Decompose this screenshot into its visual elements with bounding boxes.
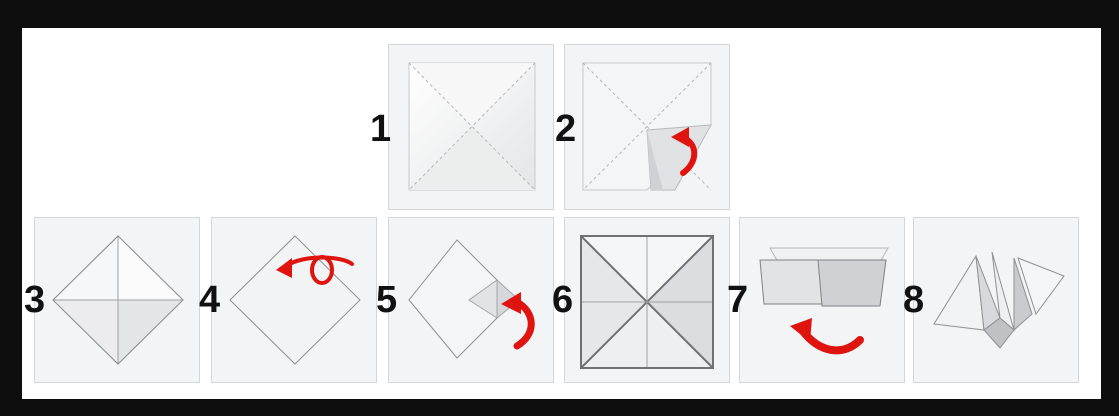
step-4-panel (211, 217, 377, 383)
step-6-panel (564, 217, 730, 383)
step-3-panel (34, 217, 200, 383)
step-5-illustration (389, 218, 554, 383)
step-2-panel (564, 44, 730, 210)
step-number-2: 2 (555, 110, 575, 148)
step-7-illustration (740, 218, 905, 383)
step-number-8: 8 (903, 281, 923, 319)
step-5-panel (388, 217, 554, 383)
step-number-5: 5 (376, 281, 396, 319)
step-1-panel (388, 44, 554, 210)
step-3-illustration (35, 218, 200, 383)
step-number-7: 7 (727, 281, 747, 319)
step-8-illustration (914, 218, 1079, 383)
step-number-3: 3 (24, 281, 44, 319)
step-7-panel (739, 217, 905, 383)
step-6-illustration (565, 218, 730, 383)
instructions-frame: 1 2 3 4 5 6 7 8 (22, 28, 1101, 399)
step-2-illustration (565, 45, 730, 210)
step-number-4: 4 (199, 281, 219, 319)
step-4-illustration (212, 218, 377, 383)
step-number-6: 6 (552, 281, 572, 319)
step-8-panel (913, 217, 1079, 383)
step-1-illustration (389, 45, 554, 210)
step-number-1: 1 (370, 110, 390, 148)
